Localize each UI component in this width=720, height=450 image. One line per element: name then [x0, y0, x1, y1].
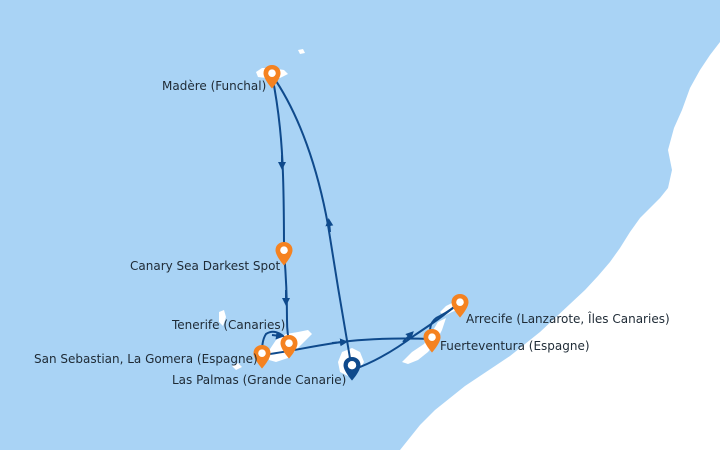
port-label-tenerife: Tenerife (Canaries) [172, 318, 286, 332]
route-leg-madere-to-canarysea [271, 74, 285, 253]
arrow-east-crossing [331, 338, 348, 347]
la-palma-island [219, 310, 226, 326]
arrow-tenerife-loop [271, 331, 284, 340]
arrow-up-east-leg [325, 218, 334, 233]
arrow-northeast-return [402, 331, 414, 343]
el-hierro-island [232, 363, 242, 370]
porto-santo-island [298, 49, 305, 54]
port-label-arrecife: Arrecife (Lanzarote, Îles Canaries) [466, 312, 670, 326]
port-label-las-palmas: Las Palmas (Grande Canarie) [172, 373, 347, 387]
port-label-fuerteventura: Fuerteventura (Espagne) [440, 339, 590, 353]
african-coastline [400, 42, 720, 450]
port-label-canary-sea: Canary Sea Darkest Spot [130, 259, 281, 273]
route-direction-arrows [271, 155, 414, 347]
route-leg-arrecife-to-laspalmas [351, 301, 461, 371]
port-label-madere: Madère (Funchal) [162, 79, 267, 93]
cruise-route [261, 74, 461, 371]
port-label-gomera: San Sebastian, La Gomera (Espagne) [34, 352, 258, 366]
